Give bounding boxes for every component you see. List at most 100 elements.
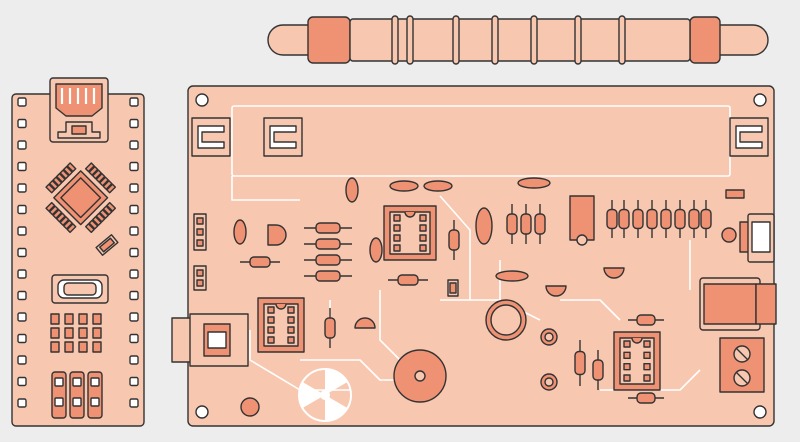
smd-pad: [50, 313, 60, 325]
capacitor-icon: [495, 270, 529, 282]
pin-hole: [17, 290, 27, 301]
slide-switch-icon: [739, 213, 775, 263]
rod-ring: [618, 15, 626, 65]
ic-pin: [393, 244, 401, 252]
clip-shape: [197, 125, 225, 149]
radiation-symbol-icon: [298, 368, 352, 422]
resistor-icon: [249, 256, 271, 268]
chip-leg: [106, 201, 117, 212]
pin-hole: [129, 204, 139, 215]
chip-leg: [95, 212, 106, 223]
resistor-icon: [660, 208, 672, 230]
pin-hole: [17, 333, 27, 344]
smd-pad: [92, 327, 102, 339]
capacitor-icon: [423, 180, 453, 192]
ic-notch: [404, 211, 416, 218]
pin-hole: [129, 97, 139, 107]
rod-ring: [491, 15, 499, 65]
chip-leg: [55, 212, 66, 223]
pin-hole: [17, 355, 27, 365]
rod-ring: [530, 15, 538, 65]
ic-pin: [419, 224, 427, 232]
usb-connector-icon: [171, 313, 249, 367]
pin-hole: [90, 377, 100, 387]
pin-hole: [17, 118, 27, 129]
ic-pin: [419, 244, 427, 252]
resistor-icon: [574, 350, 586, 376]
ic-pin: [393, 234, 401, 242]
chip-leg: [45, 183, 56, 194]
ic-pin: [419, 234, 427, 242]
pin-hole: [17, 183, 27, 193]
chip-leg: [102, 180, 113, 190]
resistor-icon: [315, 270, 341, 282]
resistor-icon: [636, 314, 656, 326]
pin-hole: [17, 269, 27, 279]
circuit-board-icon: [171, 85, 777, 427]
smd-pad: [64, 327, 74, 339]
capacitor-icon: [369, 237, 383, 263]
smd-pad: [50, 341, 60, 353]
chip-leg: [63, 165, 73, 176]
ic-pin: [623, 362, 631, 371]
pin-hole: [17, 161, 27, 172]
ferrite-antenna-rod-icon: [267, 15, 769, 65]
chip-leg: [48, 205, 59, 216]
smd-pad: [78, 327, 88, 339]
pin-hole: [17, 97, 27, 107]
ic-pin: [643, 340, 651, 348]
pin-hole: [129, 355, 139, 365]
piezo-buzzer-icon: [393, 349, 447, 403]
pin-hole: [129, 398, 139, 408]
ic-pin: [623, 374, 631, 382]
ic-pin: [623, 340, 631, 348]
resistor-icon: [397, 274, 419, 286]
ic-pin: [287, 326, 295, 334]
pin-hole: [72, 397, 82, 407]
capacitor-icon: [345, 177, 359, 203]
pin-hole: [129, 376, 139, 387]
pin-hole: [129, 290, 139, 301]
ic-pin: [643, 374, 651, 382]
pin-hole: [129, 312, 139, 322]
resistor-icon: [618, 208, 630, 230]
pin-hole: [17, 226, 27, 236]
resistor-icon: [592, 359, 604, 381]
chip-leg: [99, 209, 109, 219]
chip-leg: [63, 219, 73, 230]
resistor-icon: [632, 208, 644, 230]
chip-leg: [92, 216, 102, 226]
pin-hole: [129, 247, 139, 258]
chip-leg: [106, 183, 117, 194]
chip-leg: [84, 223, 95, 234]
rod-ring: [452, 15, 460, 65]
chip-leg: [102, 205, 113, 216]
chip-leg: [92, 169, 102, 180]
clip-shape: [269, 125, 297, 149]
usb-connector-icon: [49, 77, 109, 143]
smd-pad: [50, 327, 60, 339]
resistor-icon: [315, 222, 341, 234]
smd-pad: [92, 341, 102, 353]
smd-pad: [64, 313, 74, 325]
pin-hole: [90, 397, 100, 407]
resistor-icon: [315, 254, 341, 266]
resistor-icon: [324, 317, 336, 339]
pin-hole: [54, 397, 64, 407]
chip-leg: [52, 176, 63, 187]
ic-notch: [275, 303, 287, 310]
pin-hole: [129, 183, 139, 193]
pin-hole: [17, 140, 27, 150]
resistor-icon: [520, 213, 532, 235]
chip-leg: [66, 223, 77, 234]
rod-ring: [391, 15, 399, 65]
resistor-icon: [448, 229, 460, 251]
resistor-icon: [534, 213, 546, 235]
resistor-icon: [606, 208, 618, 230]
rod-ring: [574, 15, 582, 65]
pin-hole: [17, 398, 27, 408]
resistor-icon: [646, 208, 658, 230]
chip-leg: [59, 169, 70, 180]
